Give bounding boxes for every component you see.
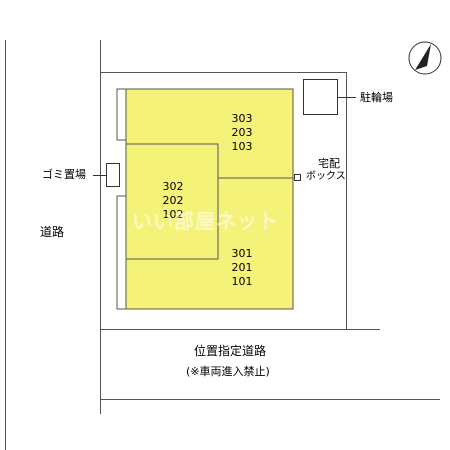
designated-road-label: 位置指定道路	[194, 344, 267, 358]
unit-203: 203	[231, 126, 253, 139]
units-north: 303 203 103	[222, 112, 262, 154]
site-boundary-top	[100, 72, 347, 73]
site-boundary-bottom	[100, 329, 380, 330]
unit-103: 103	[231, 140, 253, 153]
delivery-box-label-line1: 宅配	[318, 157, 340, 170]
north-arrow-icon	[408, 41, 442, 75]
road-boundary-left	[5, 40, 6, 450]
no-vehicle-label: (※車両進入禁止)	[186, 365, 270, 378]
unit-102: 102	[162, 208, 184, 221]
unit-303: 303	[231, 112, 253, 125]
road-label: 道路	[40, 225, 65, 239]
site-boundary-right	[346, 72, 347, 330]
units-south: 301 201 101	[222, 247, 262, 289]
unit-302: 302	[162, 180, 184, 193]
delivery-box	[294, 174, 301, 181]
garbage-leader	[93, 175, 106, 176]
bicycle-parking-box	[303, 79, 338, 115]
unit-202: 202	[162, 194, 184, 207]
delivery-box-label-line2: ボックス	[306, 171, 346, 182]
unit-201: 201	[231, 261, 253, 274]
units-west: 302 202 102	[153, 180, 193, 222]
building-plan	[116, 88, 294, 310]
designated-road-bottom	[100, 399, 440, 400]
unit-301: 301	[231, 247, 253, 260]
bicycle-parking-leader	[338, 97, 356, 98]
garbage-box	[106, 163, 120, 187]
bicycle-parking-label: 駐輪場	[360, 91, 393, 104]
watermark: いい部屋ネット	[132, 209, 279, 233]
site-boundary-left-upper	[100, 40, 101, 330]
garbage-label: ゴミ置場	[42, 168, 86, 181]
unit-101: 101	[231, 275, 253, 288]
designated-road-left	[100, 329, 101, 414]
